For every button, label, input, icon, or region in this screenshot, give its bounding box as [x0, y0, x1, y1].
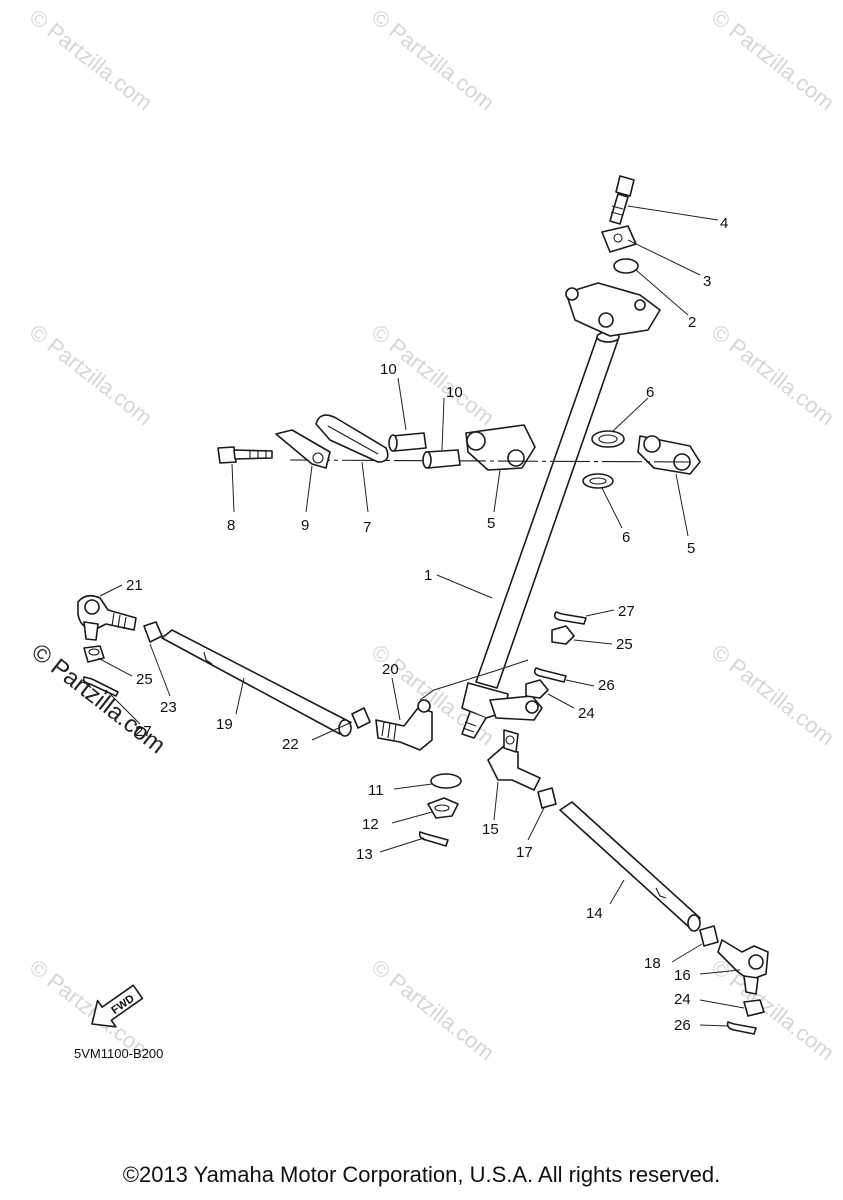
locknut-22	[351, 707, 371, 729]
locknut-17	[537, 787, 557, 809]
callout-3: 3	[703, 273, 711, 290]
callout-10: 10	[446, 384, 463, 401]
tie-rod-19	[161, 629, 352, 737]
callout-16: 16	[674, 967, 691, 984]
callout-20: 20	[382, 661, 399, 678]
watermarks: © Partzilla.com © Partzilla.com © Partzi…	[25, 4, 839, 1065]
callout-10: 10	[380, 361, 397, 378]
cotter-pin-27-left	[82, 676, 119, 697]
watermark: © Partzilla.com	[25, 319, 157, 430]
oil-seals	[582, 430, 625, 489]
cotter-pin-26-left	[533, 667, 567, 683]
watermark: © Partzilla.com	[707, 319, 839, 430]
collar-lower	[422, 449, 461, 469]
tie-rod-end-inner	[375, 699, 433, 751]
callout-26: 26	[598, 677, 615, 694]
callout-18: 18	[644, 955, 661, 972]
tie-rod-end-left	[77, 594, 137, 641]
watermark: © Partzilla.com	[367, 4, 499, 115]
callout-23: 23	[160, 699, 177, 716]
callout-27: 27	[135, 723, 152, 740]
bolt	[609, 175, 635, 225]
cable-guide	[315, 414, 389, 463]
callout-5: 5	[687, 540, 695, 557]
callout-11: 11	[368, 782, 384, 799]
lock-washer	[275, 429, 331, 469]
callout-6: 6	[622, 529, 630, 546]
cotter-pin-13	[418, 831, 449, 847]
diagram-code: 5VM1100-B200	[74, 1046, 163, 1061]
callout-22: 22	[282, 736, 299, 753]
callout-12: 12	[362, 816, 379, 833]
watermark: © Partzilla.com	[707, 639, 839, 750]
watermark: © Partzilla.com	[25, 4, 157, 115]
nut-12	[427, 797, 459, 819]
bolt-8	[217, 446, 273, 464]
callout-14: 14	[586, 905, 603, 922]
callout-6: 6	[646, 384, 654, 401]
callout-24: 24	[674, 991, 691, 1008]
callout-15: 15	[482, 821, 499, 838]
nut-25-right	[551, 625, 575, 645]
cotter-pin-27-right	[553, 611, 587, 625]
locknut-18	[699, 925, 719, 947]
tie-rod-end-right-outer	[717, 939, 769, 995]
leader-lines	[97, 205, 745, 1027]
tie-rod-end-right-inner	[487, 729, 541, 791]
locknut-23	[143, 621, 163, 643]
shaft-holder-left	[465, 424, 536, 471]
holder-cap	[601, 225, 637, 253]
callout-24: 24	[578, 705, 595, 722]
shaft-holder-right	[637, 435, 701, 475]
callout-13: 13	[356, 846, 373, 863]
steering-shaft	[461, 331, 620, 739]
callout-2: 2	[688, 314, 696, 331]
nut-24-right	[743, 999, 765, 1017]
cotter-pin-26-right	[726, 1021, 757, 1035]
pitman-arm	[489, 695, 543, 721]
watermark: © Partzilla.com	[707, 4, 839, 115]
watermark: © Partzilla.com	[367, 954, 499, 1065]
washer-11	[430, 773, 462, 789]
callout-19: 19	[216, 716, 233, 733]
callout-1: 1	[424, 567, 432, 584]
callout-8: 8	[227, 517, 235, 534]
callout-5: 5	[487, 515, 495, 532]
assembly-centerline	[289, 459, 691, 463]
callout-17: 17	[516, 844, 533, 861]
callout-25: 25	[136, 671, 153, 688]
nut-24-left	[525, 679, 549, 699]
callout-27: 27	[618, 603, 635, 620]
callout-4: 4	[720, 215, 728, 232]
tie-rod-14	[559, 801, 701, 932]
callout-25: 25	[616, 636, 633, 653]
callouts: 4 3 2 10 10 6 6 8 9 7 5 5 1 21 27 25 25 …	[126, 215, 728, 1034]
callout-26: 26	[674, 1017, 691, 1034]
callout-9: 9	[301, 517, 309, 534]
callout-7: 7	[363, 519, 371, 536]
callout-21: 21	[126, 577, 143, 594]
column-holder	[565, 258, 661, 337]
copyright-notice: ©2013 Yamaha Motor Corporation, U.S.A. A…	[122, 1162, 721, 1187]
collar-upper	[388, 432, 427, 452]
